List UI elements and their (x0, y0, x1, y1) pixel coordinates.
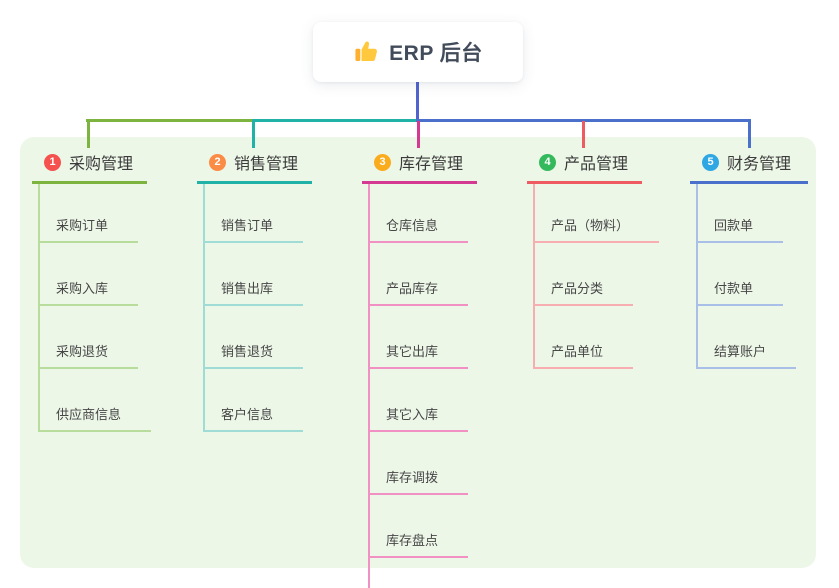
branch-children-finance: 回款单 付款单 结算账户 (696, 184, 808, 369)
branch-purchase: 1 采购管理 采购订单 采购入库 采购退货 供应商信息 (32, 148, 152, 432)
branch-label-finance: 财务管理 (727, 156, 792, 173)
connector-drop-2 (252, 119, 255, 148)
connector-drop-1 (87, 119, 90, 148)
badge-2: 2 (209, 153, 226, 171)
branch-header-finance[interactable]: 5 财务管理 (690, 148, 808, 184)
branch-header-purchase[interactable]: 1 采购管理 (32, 148, 147, 184)
mindmap-node[interactable]: 其它入库 (370, 369, 469, 432)
mindmap-node[interactable]: 仓库信息 (370, 184, 469, 243)
connector-root-drop (416, 82, 419, 120)
node-label: 产品分类 (551, 281, 604, 296)
branches-background-panel (20, 137, 816, 568)
connector-bus-green (86, 119, 253, 122)
node-label: 采购入库 (56, 281, 109, 296)
branch-children-purchase: 采购订单 采购入库 采购退货 供应商信息 (38, 184, 152, 432)
badge-3: 3 (374, 153, 391, 171)
node-label: 其它入库 (386, 407, 439, 422)
node-label: 采购退货 (56, 344, 109, 359)
node-label: 付款单 (714, 281, 754, 296)
mindmap-node[interactable]: 产品库存 (370, 243, 469, 306)
branch-header-sales[interactable]: 2 销售管理 (197, 148, 312, 184)
node-label: 产品（物料） (551, 218, 630, 233)
connector-drop-5 (748, 119, 751, 148)
node-label: 库存盘点 (386, 533, 439, 548)
node-label: 采购订单 (56, 218, 109, 233)
mindmap-node[interactable]: 其它出库 (370, 306, 469, 369)
mindmap-node[interactable]: 库存盘点 (370, 495, 469, 558)
branch-children-inventory: 仓库信息 产品库存 其它出库 其它入库 库存调拨 库存盘点 出库库明细 (368, 184, 481, 588)
node-label: 仓库信息 (386, 218, 439, 233)
mindmap-node[interactable]: 销售退货 (205, 306, 304, 369)
mindmap-node[interactable]: 客户信息 (205, 369, 304, 432)
mindmap-node[interactable]: 结算账户 (698, 306, 797, 369)
mindmap-node[interactable]: 库存调拨 (370, 432, 469, 495)
badge-5: 5 (702, 153, 719, 171)
branch-label-purchase: 采购管理 (69, 156, 134, 173)
connector-drop-4 (582, 121, 585, 148)
node-label: 结算账户 (714, 344, 767, 359)
node-label: 其它出库 (386, 344, 439, 359)
branch-sales: 2 销售管理 销售订单 销售出库 销售退货 客户信息 (197, 148, 312, 432)
mindmap-node[interactable]: 产品单位 (535, 306, 634, 369)
node-label: 产品单位 (551, 344, 604, 359)
branch-inventory: 3 库存管理 仓库信息 产品库存 其它出库 其它入库 库存调拨 库存盘点 出库库… (362, 148, 481, 588)
root-title: ERP 后台 (389, 42, 483, 65)
connector-bus-blue (416, 119, 751, 122)
node-label: 客户信息 (221, 407, 274, 422)
node-label: 产品库存 (386, 281, 439, 296)
node-label: 销售退货 (221, 344, 274, 359)
connector-drop-3 (417, 121, 420, 148)
mindmap-node[interactable]: 采购订单 (40, 184, 139, 243)
mindmap-node[interactable]: 销售出库 (205, 243, 304, 306)
branch-header-product[interactable]: 4 产品管理 (527, 148, 642, 184)
node-label: 库存调拨 (386, 470, 439, 485)
mindmap-node[interactable]: 销售订单 (205, 184, 304, 243)
mindmap-node[interactable]: 产品（物料） (535, 184, 660, 243)
badge-4: 4 (539, 153, 556, 171)
branch-finance: 5 财务管理 回款单 付款单 结算账户 (690, 148, 808, 369)
branch-label-product: 产品管理 (564, 156, 629, 173)
connector-bus-teal (253, 119, 416, 122)
branch-children-sales: 销售订单 销售出库 销售退货 客户信息 (203, 184, 312, 432)
thumbs-up-icon (353, 39, 379, 65)
node-label: 供应商信息 (56, 407, 122, 422)
node-label: 销售出库 (221, 281, 274, 296)
mindmap-node[interactable]: 采购退货 (40, 306, 139, 369)
badge-1: 1 (44, 153, 61, 171)
mindmap-node[interactable]: 回款单 (698, 184, 784, 243)
node-label: 销售订单 (221, 218, 274, 233)
branch-children-product: 产品（物料） 产品分类 产品单位 (533, 184, 660, 369)
branch-header-inventory[interactable]: 3 库存管理 (362, 148, 477, 184)
branch-product: 4 产品管理 产品（物料） 产品分类 产品单位 (527, 148, 660, 369)
mindmap-node[interactable]: 出库库明细 (370, 558, 481, 588)
mindmap-node[interactable]: 采购入库 (40, 243, 139, 306)
mindmap-node[interactable]: 付款单 (698, 243, 784, 306)
node-label: 回款单 (714, 218, 754, 233)
branch-label-inventory: 库存管理 (399, 156, 464, 173)
mindmap-node[interactable]: 供应商信息 (40, 369, 152, 432)
root-node[interactable]: ERP 后台 (313, 22, 523, 82)
branch-label-sales: 销售管理 (234, 156, 299, 173)
mindmap-node[interactable]: 产品分类 (535, 243, 634, 306)
